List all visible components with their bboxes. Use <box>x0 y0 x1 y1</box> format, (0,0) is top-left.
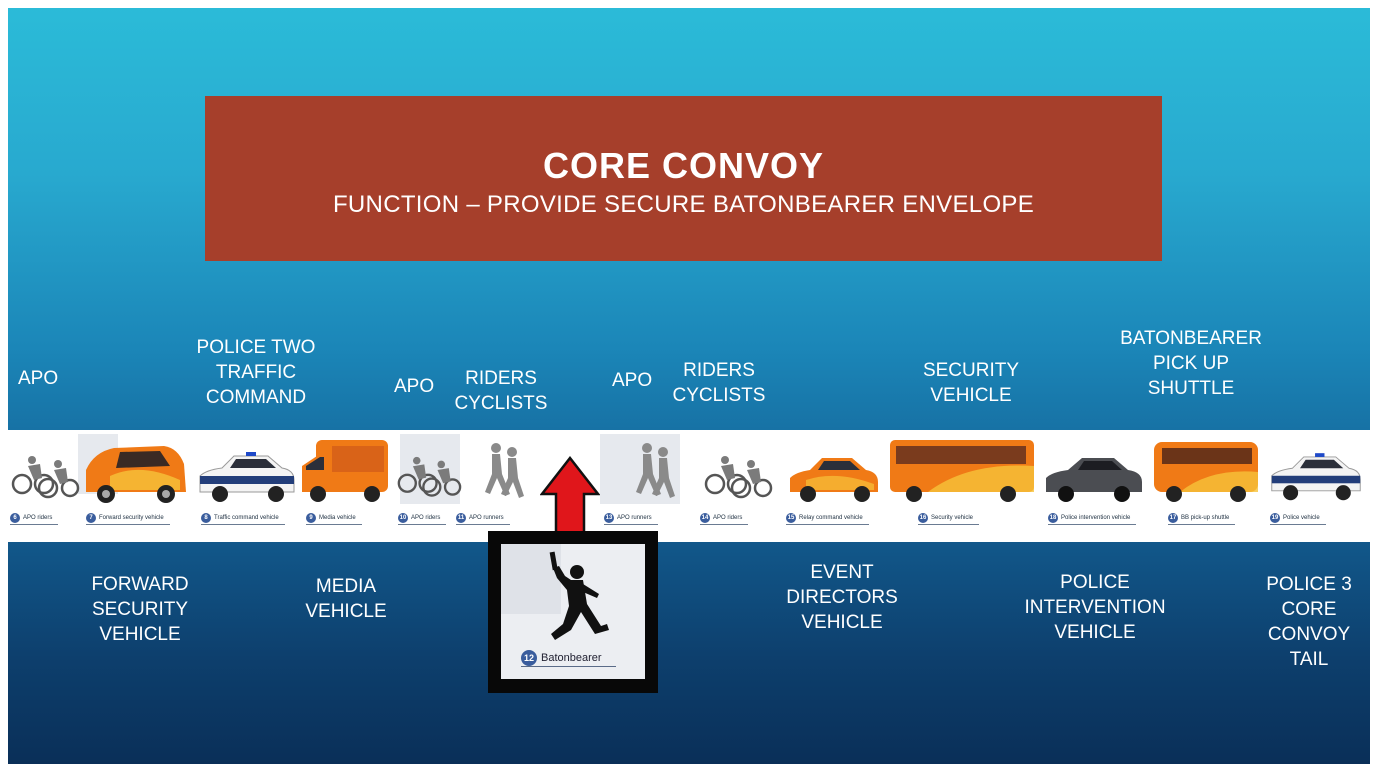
label-apo-1: APO <box>18 368 59 389</box>
sedan-icon <box>790 458 878 502</box>
label-apo-2: APO <box>394 376 435 397</box>
shuttle-bus-icon <box>1154 442 1258 502</box>
label-apo-3: APO <box>612 370 653 391</box>
media-truck-icon <box>302 440 388 502</box>
bicycle-icon <box>397 456 462 497</box>
bus-icon <box>890 440 1034 502</box>
bicycle-icon <box>11 456 80 499</box>
police-car-icon <box>1271 453 1361 501</box>
runner-icon <box>636 443 675 498</box>
runner-icon <box>485 443 524 498</box>
bicycle-icon <box>704 456 773 499</box>
sedan-icon <box>1046 458 1142 502</box>
slide: CORE CONVOY FUNCTION – PROVIDE SECURE BA… <box>8 8 1370 764</box>
title-banner: CORE CONVOY FUNCTION – PROVIDE SECURE BA… <box>205 96 1162 261</box>
police-car-icon <box>199 452 295 502</box>
banner-subtitle: FUNCTION – PROVIDE SECURE BATONBEARER EN… <box>332 190 1035 218</box>
van-icon <box>86 446 186 503</box>
banner-title: CORE CONVOY <box>542 144 825 186</box>
torch-runner-icon <box>549 551 609 640</box>
